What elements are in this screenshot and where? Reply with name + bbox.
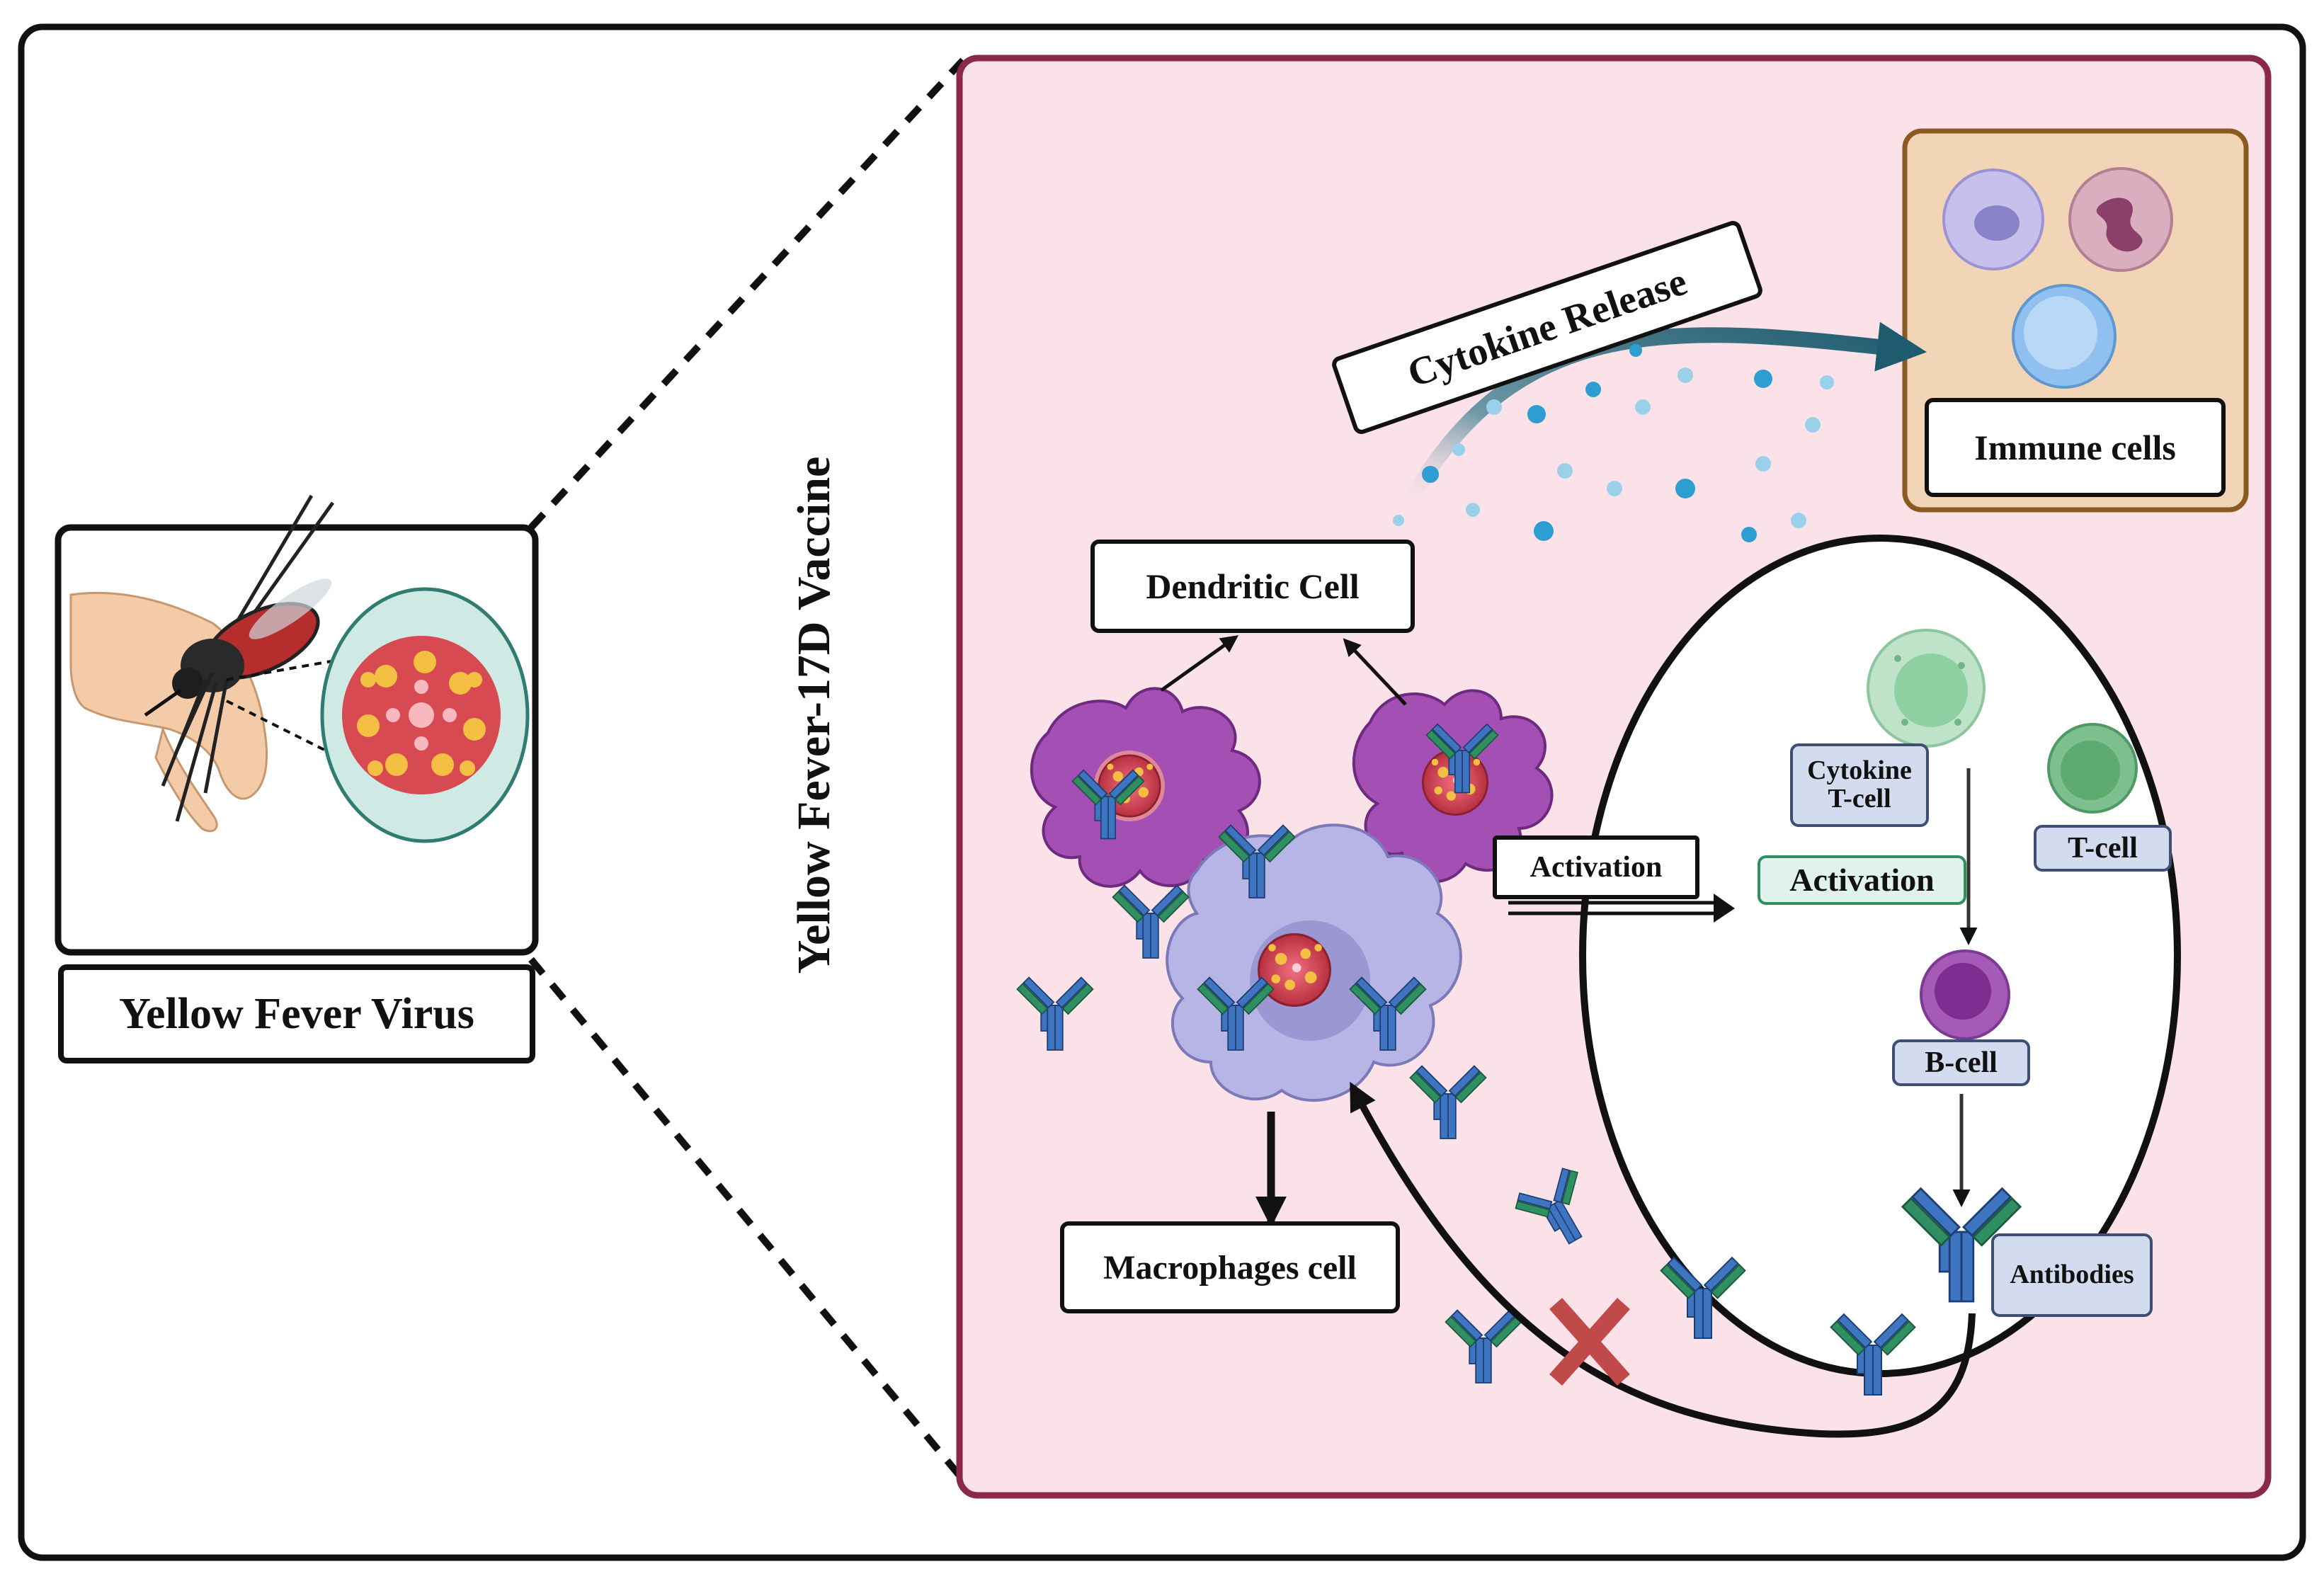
tcell-label: T-cell	[2034, 825, 2172, 872]
cytokine-tcell-line1: Cytokine	[1807, 755, 1912, 786]
virus-particle-icon	[320, 587, 530, 843]
immune-cell-icon	[1942, 167, 2173, 389]
dendritic-cell-label: Dendritic Cell	[1090, 540, 1415, 633]
vaccine-title: Yellow Fever-17D Vaccine	[788, 456, 840, 974]
cytokine-t-cell-icon	[1867, 629, 1986, 748]
zoom-line-bottom	[528, 957, 966, 1483]
cytokine-dots	[1393, 344, 1834, 542]
b-cell-icon	[1920, 949, 2010, 1040]
dendritic-cell-icon	[1352, 689, 1554, 883]
antibodies-label: Antibodies	[1991, 1233, 2153, 1317]
t-cell-icon	[2047, 723, 2138, 814]
antibody-return-arrow	[1349, 1081, 1976, 1438]
zoom-line-top	[528, 57, 966, 530]
immune-cells-label: Immune cells	[1925, 398, 2226, 497]
activation-label: Activation	[1758, 855, 1966, 905]
cross-icon	[1549, 1298, 1630, 1386]
activation-arrow-label: Activation	[1493, 835, 1699, 899]
bcell-label: B-cell	[1892, 1039, 2030, 1086]
cytokine-tcell-line2: T-cell	[1828, 784, 1891, 814]
virus-label: Yellow Fever Virus	[58, 964, 535, 1063]
macrophages-cell-label: Macrophages cell	[1060, 1221, 1400, 1313]
dendritic-arrow-left	[1160, 635, 1239, 692]
dendritic-arrow-right	[1343, 638, 1407, 706]
mosquito-icon	[144, 494, 335, 822]
activation-arrow	[1508, 894, 1735, 923]
cytokine-tcell-label: Cytokine T-cell	[1790, 743, 1929, 827]
